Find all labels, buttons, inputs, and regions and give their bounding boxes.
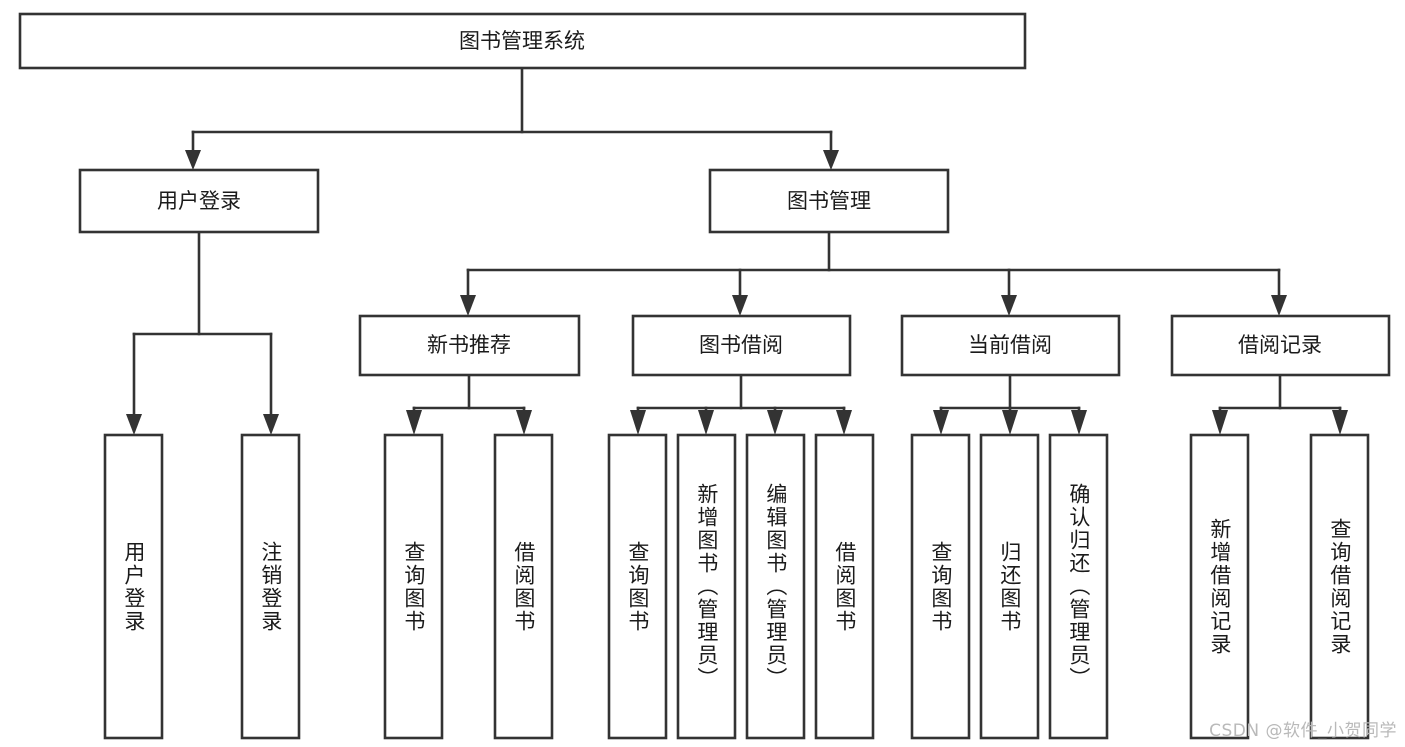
connector-group-new-book <box>406 373 532 435</box>
arrow-borrowrecord-leaf1 <box>1212 410 1228 435</box>
leaf-borrowrecord-add-label: 新增借阅记录 <box>1207 517 1232 656</box>
leaf-user-login-box[interactable] <box>103 433 164 740</box>
arrow-currentborrow-leaf2 <box>1002 410 1018 435</box>
arrow-bookborrow-leaf2 <box>698 410 714 435</box>
node-new-book-label: 新书推荐 <box>427 333 511 357</box>
watermark-text: CSDN @软件_小贺同学 <box>1209 721 1397 741</box>
arrow-bookmgmt-borrow-record <box>1271 295 1287 316</box>
leaf-newbook-query-box[interactable] <box>383 433 444 740</box>
node-user-login-box[interactable] <box>78 168 320 234</box>
node-book-borrow-box[interactable] <box>631 314 852 377</box>
leaf-currentborrow-query-box[interactable] <box>910 433 971 740</box>
node-root-label: 图书管理系统 <box>459 29 585 53</box>
leaf-bookborrow-query-box[interactable] <box>607 433 668 740</box>
arrow-bookborrow-leaf4 <box>836 410 852 435</box>
connector-group-user-login <box>126 230 279 435</box>
node-new-book-box[interactable] <box>358 314 581 377</box>
leaf-user-login-label: 用户登录 <box>121 540 146 633</box>
leaf-currentborrow-return-box[interactable] <box>979 433 1040 740</box>
arrow-bookborrow-leaf3 <box>767 410 783 435</box>
arrow-userlogin-leaf1 <box>126 414 142 435</box>
arrow-bookmgmt-book-borrow <box>732 295 748 316</box>
connector-group-borrow-record <box>1212 373 1348 435</box>
arrow-newbook-leaf2 <box>516 410 532 435</box>
leaf-bookborrow-add-label: 新增图书（管理员） <box>694 483 719 690</box>
node-current-borrow-box[interactable] <box>900 314 1121 377</box>
arrow-root-to-user-login <box>185 150 201 170</box>
arrow-borrowrecord-leaf2 <box>1332 410 1348 435</box>
arrow-currentborrow-leaf1 <box>933 410 949 435</box>
arrow-userlogin-leaf2 <box>263 414 279 435</box>
leaf-currentborrow-return-label: 归还图书 <box>997 540 1022 633</box>
leaf-currentborrow-confirm-label: 确认归还（管理员） <box>1066 483 1091 690</box>
connector-group-book-borrow <box>630 373 852 435</box>
connector-group-book-mgmt <box>460 230 1287 316</box>
leaf-newbook-borrow-box[interactable] <box>493 433 554 740</box>
leaf-newbook-borrow-label: 借阅图书 <box>511 540 536 633</box>
leaf-bookborrow-borrow-box[interactable] <box>814 433 875 740</box>
connector-group-root <box>185 66 839 170</box>
arrow-currentborrow-leaf3 <box>1071 410 1087 435</box>
node-book-borrow-label: 图书借阅 <box>699 333 783 357</box>
node-borrow-record-box[interactable] <box>1170 314 1391 377</box>
leaf-bookborrow-borrow-label: 借阅图书 <box>832 540 857 633</box>
leaf-borrowrecord-query-box[interactable] <box>1309 433 1370 740</box>
arrow-bookmgmt-new-book <box>460 295 476 316</box>
leaf-currentborrow-query-label: 查询图书 <box>928 540 953 633</box>
leaf-bookborrow-add-box[interactable] <box>676 433 737 740</box>
leaf-logout-label: 注销登录 <box>258 540 283 633</box>
connector-group-current-borrow <box>933 373 1087 435</box>
node-user-login-label: 用户登录 <box>157 189 241 213</box>
leaf-borrowrecord-add-box[interactable] <box>1189 433 1250 740</box>
node-book-mgmt-box[interactable] <box>708 168 950 234</box>
leaf-borrowrecord-query-label: 查询借阅记录 <box>1327 517 1352 656</box>
node-root-box[interactable] <box>18 12 1027 70</box>
node-borrow-record-label: 借阅记录 <box>1238 333 1322 357</box>
leaf-bookborrow-query-label: 查询图书 <box>625 540 650 633</box>
arrow-bookborrow-leaf1 <box>630 410 646 435</box>
arrow-root-to-book-mgmt <box>823 150 839 170</box>
node-book-mgmt-label: 图书管理 <box>787 189 871 213</box>
leaf-bookborrow-edit-box[interactable] <box>745 433 806 740</box>
arrow-bookmgmt-current-borrow <box>1001 295 1017 316</box>
node-current-borrow-label: 当前借阅 <box>968 333 1052 357</box>
leaf-newbook-query-label: 查询图书 <box>401 540 426 633</box>
arrow-newbook-leaf1 <box>406 410 422 435</box>
leaf-logout-box[interactable] <box>240 433 301 740</box>
leaf-currentborrow-confirm-box[interactable] <box>1048 433 1109 740</box>
leaf-bookborrow-edit-label: 编辑图书（管理员） <box>763 483 788 690</box>
